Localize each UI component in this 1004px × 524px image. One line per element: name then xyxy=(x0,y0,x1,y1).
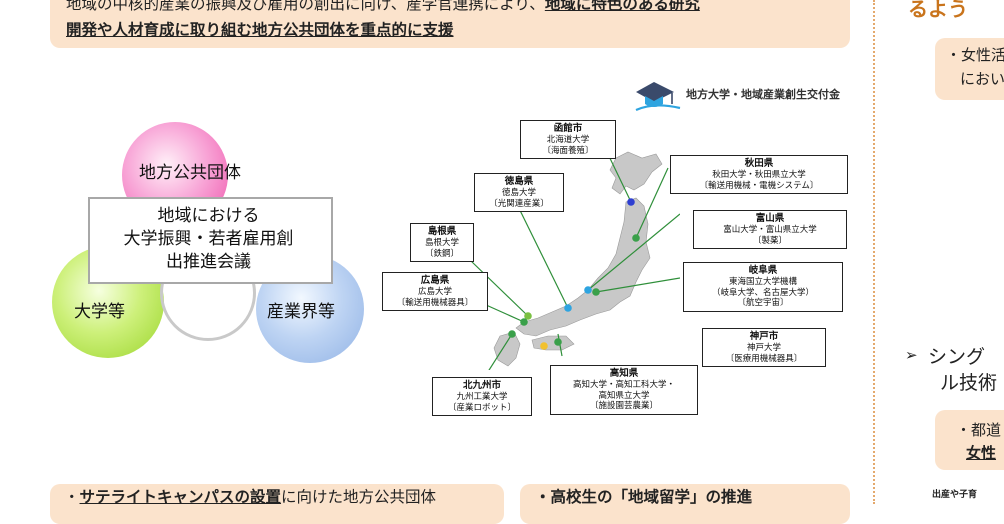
map-label-line: 〔産業ロボット〕 xyxy=(447,402,516,413)
gifu-dot xyxy=(592,288,600,296)
map-label-kitakyushu: 北九州市 九州工業大学 〔産業ロボット〕 xyxy=(432,377,532,416)
map-label-title: 北九州市 xyxy=(462,380,501,391)
top-banner-line2: 開発や人材育成に取り組む地方公共団体を重点的に支援 xyxy=(66,21,454,39)
map-label-tokushima: 徳島県 徳島大学 〔光関連産業〕 xyxy=(474,173,564,212)
council-line: 出推進会議 xyxy=(166,252,251,272)
map-label-title: 高知県 xyxy=(609,368,639,379)
map-label-line: 東海国立大学機構 xyxy=(728,277,797,287)
map-label-line: 島根大学 xyxy=(424,238,459,248)
map-label-line: 〔光関連産業〕 xyxy=(489,198,549,209)
map-label-gifu: 岐阜県 東海国立大学機構 （岐阜大学、名古屋大学） 〔航空宇宙〕 xyxy=(683,262,843,312)
map-label-line: 北海道大学 xyxy=(546,135,590,145)
map-label-title: 徳島県 xyxy=(504,176,534,187)
right-box2-line1: ・都道 xyxy=(956,421,1002,439)
map-label-line: 高知県立大学 xyxy=(598,390,650,401)
council-box xyxy=(88,197,333,284)
honshu-shape xyxy=(515,197,651,337)
right-heading: るよう xyxy=(908,0,968,21)
map-label-hiroshima: 広島県 広島大学 〔輸送用機械器具〕 xyxy=(382,272,488,311)
map-label-kobe: 神戸市 神戸大学 〔医療用機械器具〕 xyxy=(702,328,826,367)
top-line1-plain: 地域の中核的産業の振興及び雇用の創出に向け、産学官連携により、 xyxy=(66,0,545,13)
hakodate-dot xyxy=(627,198,635,206)
connector-line xyxy=(595,277,680,293)
public-body-label: 地方公共団体 xyxy=(139,163,241,183)
map-label-line: 〔海面養殖〕 xyxy=(542,145,594,156)
map-label-title: 神戸市 xyxy=(749,331,779,342)
map-label-line: 広島大学 xyxy=(417,287,452,297)
industry-label: 産業界等 xyxy=(267,302,335,322)
kochi-dot xyxy=(540,342,548,350)
connector-line xyxy=(587,213,680,291)
japan-map xyxy=(465,150,680,370)
map-label-line: 〔施設園芸農業〕 xyxy=(589,401,658,411)
satellite-campus-text: ・サテライトキャンパスの設置に向けた地方公共団体 xyxy=(64,485,436,507)
connector-line xyxy=(635,167,669,239)
map-label-title: 富山県 xyxy=(755,213,785,224)
map-label-line: 〔医療用機械器具〕 xyxy=(725,353,803,364)
map-label-hakodate: 函館市 北海道大学 〔海面養殖〕 xyxy=(520,120,616,159)
top-banner-line1: 地域の中核的産業の振興及び雇用の創出に向け、産学官連携により、地域に特色のある研… xyxy=(66,0,700,14)
map-label-line: （岐阜大学、名古屋大学） xyxy=(711,287,814,298)
map-label-line: 神戸大学 xyxy=(746,343,781,353)
arrow-bullet-icon: ➢ xyxy=(905,346,918,364)
top-line1-bold: 地域に特色のある研究 xyxy=(544,0,700,13)
right-text-line2: ル技術 xyxy=(940,372,998,394)
map-label-line: 〔航空宇宙〕 xyxy=(737,298,789,308)
right-box2-line2: 女性 xyxy=(966,444,997,462)
shikoku-shape xyxy=(531,335,575,351)
regional-study-text: ・高校生の「地域留学」の推進 xyxy=(535,488,753,506)
map-label-kochi: 高知県 高知大学・高知工科大学・ 高知県立大学 〔施設園芸農業〕 xyxy=(550,365,698,415)
map-label-title: 秋田県 xyxy=(744,158,774,169)
hokkaido-shape xyxy=(609,151,663,195)
connector-line xyxy=(488,333,513,370)
map-label-akita: 秋田県 秋田大学・秋田県立大学 〔輸送用機械・電機システム〕 xyxy=(670,155,848,194)
shimane-dot xyxy=(524,312,532,320)
tokushima-dot xyxy=(554,338,562,346)
connector-line xyxy=(469,259,529,317)
satellite-bold: サテライトキャンパスの設置 xyxy=(79,488,282,506)
hiroshima-dot xyxy=(520,318,528,326)
map-label-title: 島根県 xyxy=(427,226,457,237)
map-label-line: 富山大学・富山県立大学 xyxy=(723,225,817,235)
map-label-line: 〔輸送用機械・電機システム〕 xyxy=(699,180,819,191)
map-label-line: 九州工業大学 xyxy=(456,392,508,402)
mortarboard-logo-icon xyxy=(635,82,681,112)
logo-text: 地方大学・地域産業創生交付金 xyxy=(686,88,840,101)
toyama-dot xyxy=(584,286,592,294)
kobe-dot xyxy=(564,304,572,312)
map-label-line: 〔製薬〕 xyxy=(752,235,787,246)
right-box1-line2: におい xyxy=(960,70,1004,88)
map-label-toyama: 富山県 富山大学・富山県立大学 〔製薬〕 xyxy=(693,210,847,249)
map-label-line: 秋田大学・秋田県立大学 xyxy=(712,170,806,180)
right-box-women xyxy=(935,38,1004,100)
map-label-line: 〔鉄鋼〕 xyxy=(424,248,459,259)
map-label-line: 〔輸送用機械器具〕 xyxy=(396,297,474,308)
council-line: 大学振興・若者雇用創 xyxy=(123,229,294,249)
map-label-shimane: 島根県 島根大学 〔鉄鋼〕 xyxy=(410,223,474,262)
map-label-title: 広島県 xyxy=(420,275,450,286)
map-label-title: 岐阜県 xyxy=(748,265,778,276)
satellite-rest: に向けた地方公共団体 xyxy=(281,488,437,506)
kyushu-shape xyxy=(493,331,521,367)
satellite-prefix: ・ xyxy=(64,488,80,506)
right-footnote: 出産や子育 xyxy=(932,490,978,500)
council-text: 地域における 大学振興・若者雇用創 出推進会議 xyxy=(88,205,329,274)
akita-dot xyxy=(632,234,640,242)
map-label-title: 函館市 xyxy=(553,123,583,134)
council-line: 地域における xyxy=(157,206,260,226)
right-box-prefecture xyxy=(935,410,1004,470)
map-label-line: 高知大学・高知工科大学・ xyxy=(572,380,675,390)
kitakyushu-dot xyxy=(508,330,516,338)
right-box1-line1: ・女性活 xyxy=(946,46,1004,64)
top-banner xyxy=(50,0,850,48)
map-label-line: 徳島大学 xyxy=(501,188,536,198)
university-label: 大学等 xyxy=(74,302,125,322)
column-divider xyxy=(873,0,875,504)
right-text-line1: シング xyxy=(928,346,986,368)
